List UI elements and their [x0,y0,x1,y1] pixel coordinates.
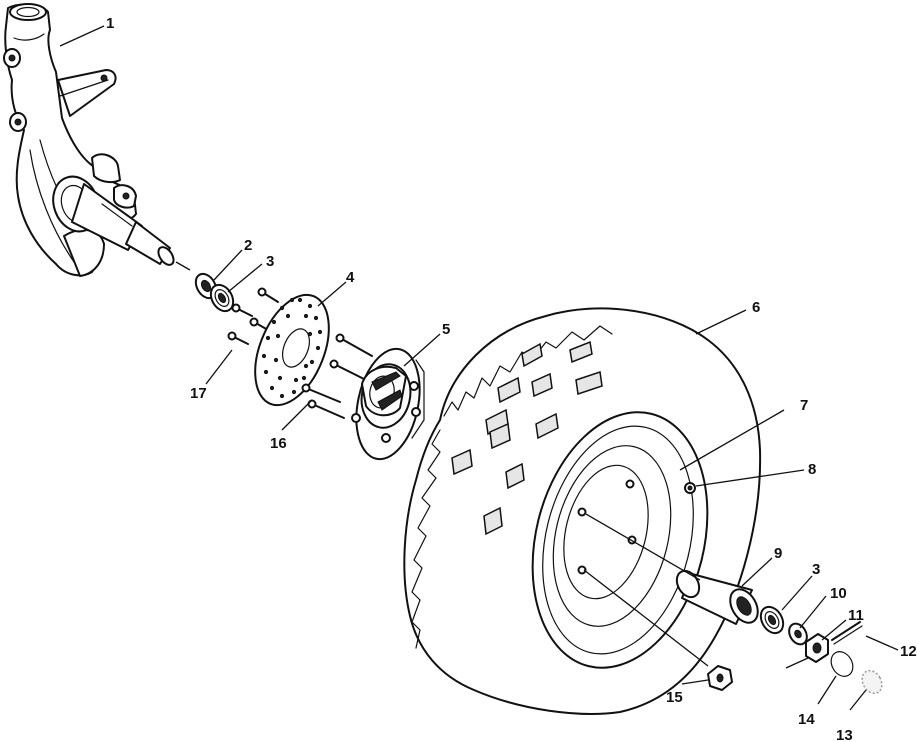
callout-17: 17 [190,385,207,402]
callout-labels: 1 2 3 4 5 6 7 8 9 3 10 11 12 13 14 15 16… [106,15,917,742]
bearing-part-3-inner [209,283,235,313]
callout-10: 10 [830,585,847,602]
hub-bolts-part-16 [301,333,373,419]
callout-5: 5 [442,321,450,338]
steering-knuckle [3,3,191,277]
washer [788,622,808,646]
callout-3-lower: 3 [812,561,820,578]
callout-7: 7 [800,397,808,414]
castle-nut [805,633,829,663]
disc-bolts-part-17 [227,287,279,345]
hub-cap [861,669,883,695]
callout-9: 9 [774,545,782,562]
callout-14: 14 [798,711,815,728]
callout-8: 8 [808,461,816,478]
callout-2: 2 [244,237,252,254]
wheel-hub [351,347,425,461]
callout-4: 4 [346,269,355,286]
callout-12: 12 [900,643,917,660]
leader-lines [59,25,899,711]
spacer-sleeve [675,569,759,625]
tire [403,307,762,715]
o-ring [830,651,854,677]
callout-1: 1 [106,15,114,32]
callout-13: 13 [836,727,853,742]
cotter-pin [831,621,863,645]
brake-disc [254,293,330,407]
callout-16: 16 [270,435,287,452]
callout-15: 15 [666,689,683,706]
bearing-part-3-outer [759,605,785,635]
callout-3-upper: 3 [266,253,274,270]
lug-nut [707,665,733,691]
callout-6: 6 [752,299,760,316]
valve-stem [684,482,696,494]
callout-11: 11 [848,607,864,624]
